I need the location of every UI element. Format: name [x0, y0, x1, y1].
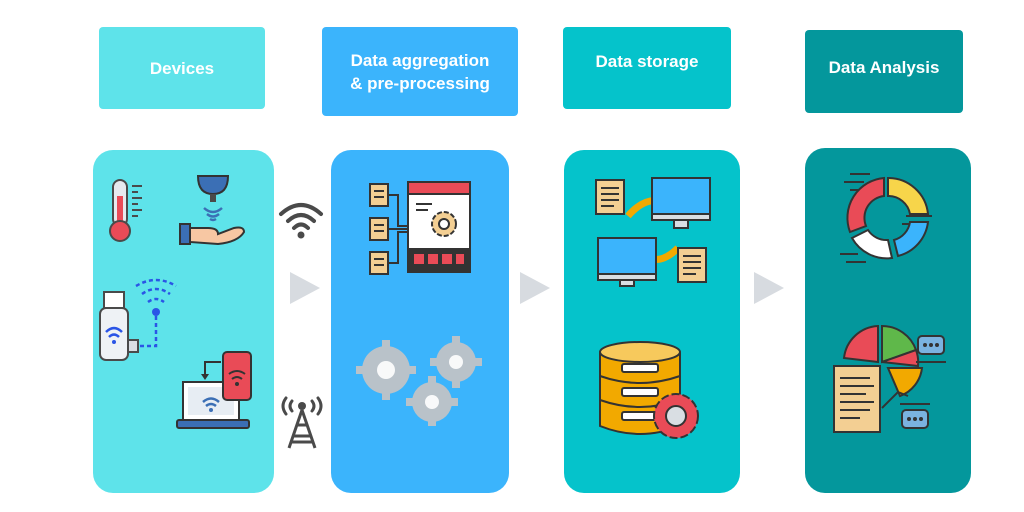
donut-chart-icon	[840, 173, 932, 263]
header-storage: Data storage	[563, 27, 731, 109]
radio-tower-icon	[281, 396, 323, 449]
data-processing-board-icon	[369, 181, 471, 275]
header-aggregation: Data aggregation & pre-processing	[322, 27, 518, 116]
gears-icon	[356, 336, 482, 426]
header-analysis: Data Analysis	[805, 30, 963, 113]
database-gear-icon	[599, 341, 699, 439]
arrow-right-icon	[290, 272, 320, 304]
header-storage-label: Data storage	[595, 51, 699, 71]
header-devices: Devices	[99, 27, 265, 109]
panel-analysis	[805, 148, 971, 493]
header-aggregation-label: Data aggregation & pre-processing	[350, 50, 490, 93]
arrow-right-icon	[520, 272, 550, 304]
laptop-phone-sync-icon	[176, 351, 252, 429]
header-analysis-label: Data Analysis	[828, 58, 940, 77]
hand-sensor-icon	[179, 175, 246, 246]
wifi-signal-icon	[279, 203, 323, 239]
thermometer-icon	[109, 179, 142, 242]
networked-computers-icon	[595, 177, 711, 287]
usb-wifi-dongle-icon	[99, 278, 177, 361]
arrow-right-icon	[754, 272, 784, 304]
pie-chart-report-icon	[833, 324, 946, 433]
header-devices-label: Devices	[149, 58, 215, 78]
